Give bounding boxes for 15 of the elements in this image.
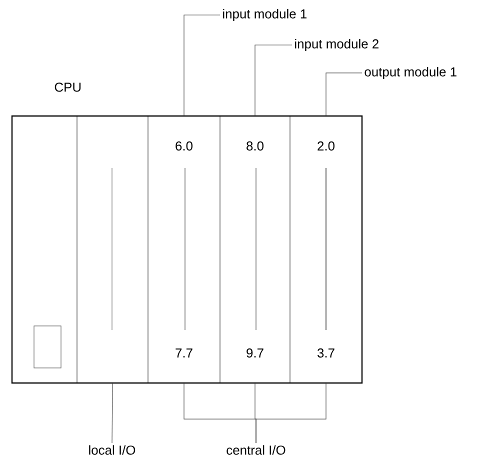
callout-label: central I/O	[226, 445, 286, 455]
callout-label: local I/O	[89, 445, 136, 455]
leader-line	[326, 72, 362, 116]
cpu-slot: CPU	[12, 82, 81, 384]
callout-label: input module 1	[223, 8, 306, 22]
leader-line	[256, 383, 326, 444]
module-slot: 6.0 7.7	[148, 116, 220, 384]
leader-line	[254, 44, 292, 116]
module-slot: 2.0 3.7	[290, 116, 362, 384]
node-label: CPU	[54, 82, 81, 92]
leader-line	[112, 383, 113, 444]
callout-label: input module 2	[295, 38, 378, 52]
leader-line	[184, 14, 220, 116]
callout-label: output module 1	[364, 66, 456, 80]
module-slot: 8.0 9.7	[220, 116, 290, 384]
